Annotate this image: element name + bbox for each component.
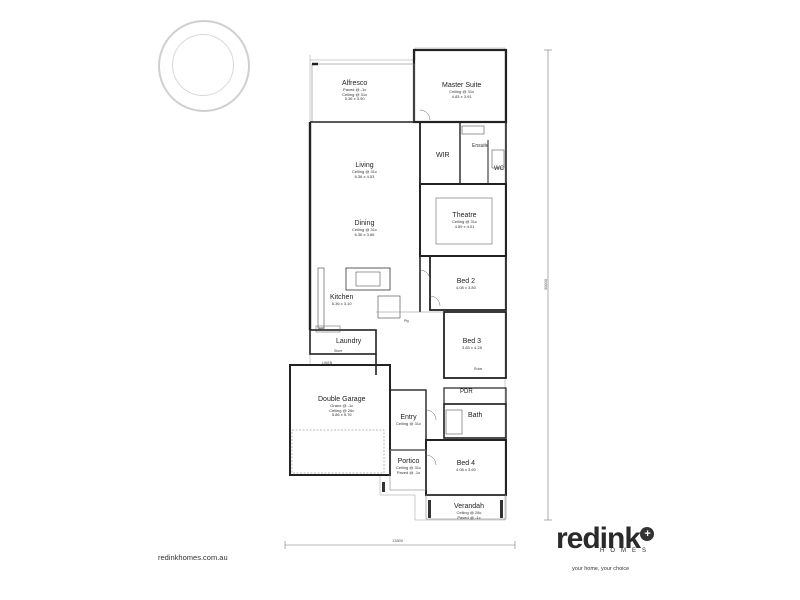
room-laundry: Laundry: [336, 338, 361, 346]
room-verandah: Verandah Ceiling @ 28c Paved @ -1c: [454, 503, 484, 520]
dimension-depth: 30800: [543, 278, 549, 291]
room-name: Verandah: [454, 503, 484, 510]
room-wir: WIR: [436, 152, 450, 160]
brand-name: redink: [556, 522, 641, 555]
room-spec: Paved @ -1c: [396, 469, 421, 475]
room-name: WIR: [436, 152, 450, 159]
room-name: Entry: [400, 414, 417, 421]
room-size: 6.36 x 3.66: [354, 231, 375, 237]
room-name: Portico: [397, 458, 420, 465]
seal-inner-ring: [172, 34, 234, 96]
room-dining: Dining Ceiling @ 31c 6.36 x 3.66: [352, 220, 377, 237]
room-entry: Entry Ceiling @ 31c: [396, 414, 421, 427]
room-spec: Ceiling @ 31c: [352, 169, 377, 175]
room-kitchen: Kitchen 6.36 x 3.10: [330, 294, 353, 307]
room-name: PDR: [460, 389, 473, 395]
room-size: 4.08 x 3.80: [456, 285, 476, 291]
room-size: 3.83 x 4.28: [462, 345, 482, 351]
room-name: Living: [355, 162, 374, 169]
room-spec: Ceiling @ 31c: [452, 219, 477, 225]
room-spec: Ceiling @ 31c: [352, 227, 377, 233]
room-double-garage: Double Garage Grano @ -1c Ceiling @ 26c …: [318, 396, 365, 418]
room-size: 6.36 x 3.10: [331, 301, 352, 307]
room-name: Bed 2: [456, 278, 476, 285]
room-bed-2: Bed 2 4.08 x 3.80: [456, 278, 476, 291]
room-spec: Paved @ -1c: [457, 514, 481, 520]
brand-plus-icon: +: [640, 527, 655, 541]
room-spec: Grano @ -1c: [330, 403, 354, 409]
room-pdr: PDR: [460, 389, 473, 396]
room-theatre: Theatre Ceiling @ 31c 4.59 x 4.01: [452, 212, 477, 229]
room-spec: Paved @ -1c: [343, 87, 367, 93]
room-name: Kitchen: [330, 294, 354, 301]
room-name: Bath: [468, 412, 483, 419]
room-living: Living Ceiling @ 31c 6.36 x 4.53: [352, 162, 377, 179]
room-name: Dining: [354, 220, 375, 227]
room-name: Double Garage: [318, 396, 366, 403]
website-url: redinkhomes.com.au: [158, 553, 228, 562]
room-wc: WC: [494, 166, 504, 173]
brand-subtitle: HOMES: [600, 548, 653, 554]
room-spec: Ceiling @ 31c: [449, 89, 475, 95]
brand-tagline: your home, your choice: [572, 566, 630, 572]
room-bed-4: Bed 4 4.08 x 3.60: [456, 460, 476, 473]
room-spec: Ceiling @ 28c: [456, 510, 482, 516]
room-alfresco: Alfresco Paved @ -1c Ceiling @ 31c 5.36 …: [342, 80, 367, 102]
room-name: Ensuite: [472, 143, 489, 149]
room-master-suite: Master Suite Ceiling @ 31c 4.83 x 3.91: [442, 82, 481, 99]
room-spec: Ceiling @ 31c: [342, 91, 368, 97]
room-size: 4.08 x 3.60: [456, 467, 476, 473]
robe-label: Robe: [474, 367, 483, 371]
room-bed-3: Bed 3 3.83 x 4.28: [462, 338, 482, 351]
room-name: Master Suite: [442, 82, 482, 89]
dimension-width: 13800: [392, 538, 404, 543]
room-ensuite: Ensuite: [472, 143, 489, 150]
room-size: 6.36 x 4.53: [354, 173, 375, 179]
room-name: Alfresco: [342, 80, 368, 87]
room-name: WC: [494, 166, 504, 172]
display-series-seal: [158, 20, 250, 112]
room-spec: Ceiling @ 26c: [329, 407, 355, 413]
brand-logo: redink+: [556, 522, 656, 556]
room-name: Theatre: [452, 212, 477, 219]
room-spec: Ceiling @ 31c: [396, 465, 421, 471]
room-name: Bed 4: [456, 460, 476, 467]
room-size: 5.36 x 3.90: [344, 96, 365, 102]
wip-label: WIP: [318, 327, 325, 331]
room-size: 4.83 x 3.91: [451, 93, 472, 99]
pantry-label: Pty: [404, 319, 410, 323]
room-size: 5.86 x 5.76: [331, 412, 352, 418]
room-bath: Bath: [468, 412, 482, 420]
room-spec: Ceiling @ 31c: [396, 421, 421, 427]
room-name: Bed 3: [462, 338, 482, 345]
linen-label: LINEN: [322, 361, 333, 365]
room-portico: Portico Ceiling @ 31c Paved @ -1c: [396, 458, 421, 475]
room-size: 4.59 x 4.01: [454, 223, 475, 229]
room-name: Laundry: [336, 338, 362, 345]
store-label: Store: [334, 349, 343, 353]
